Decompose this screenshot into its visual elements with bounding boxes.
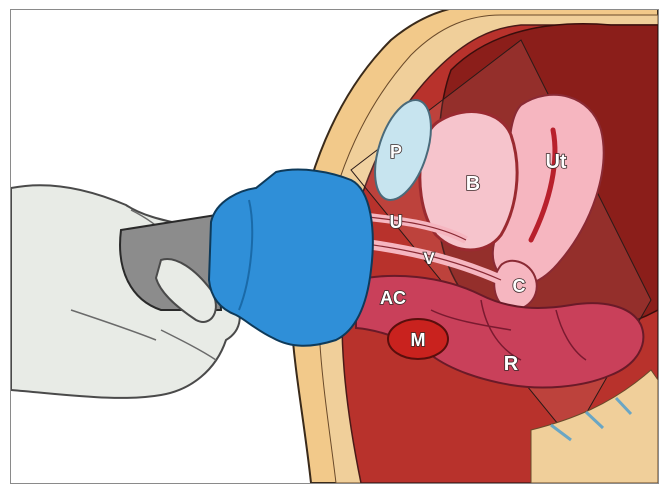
label-vagina: V bbox=[423, 249, 435, 268]
label-bladder: B bbox=[466, 173, 480, 195]
label-urethra: U bbox=[390, 212, 403, 232]
label-prostate: P bbox=[390, 142, 402, 162]
label-cervix: C bbox=[513, 276, 526, 296]
illustration-frame: P B Ut U V C AC M R bbox=[10, 9, 659, 484]
label-muscle: M bbox=[411, 330, 426, 350]
label-rectum: R bbox=[504, 353, 519, 375]
pelvic-ultrasound-illustration: P B Ut U V C AC M R bbox=[11, 10, 658, 483]
label-uterus: Ut bbox=[545, 151, 566, 173]
label-anal-canal: AC bbox=[380, 288, 406, 308]
